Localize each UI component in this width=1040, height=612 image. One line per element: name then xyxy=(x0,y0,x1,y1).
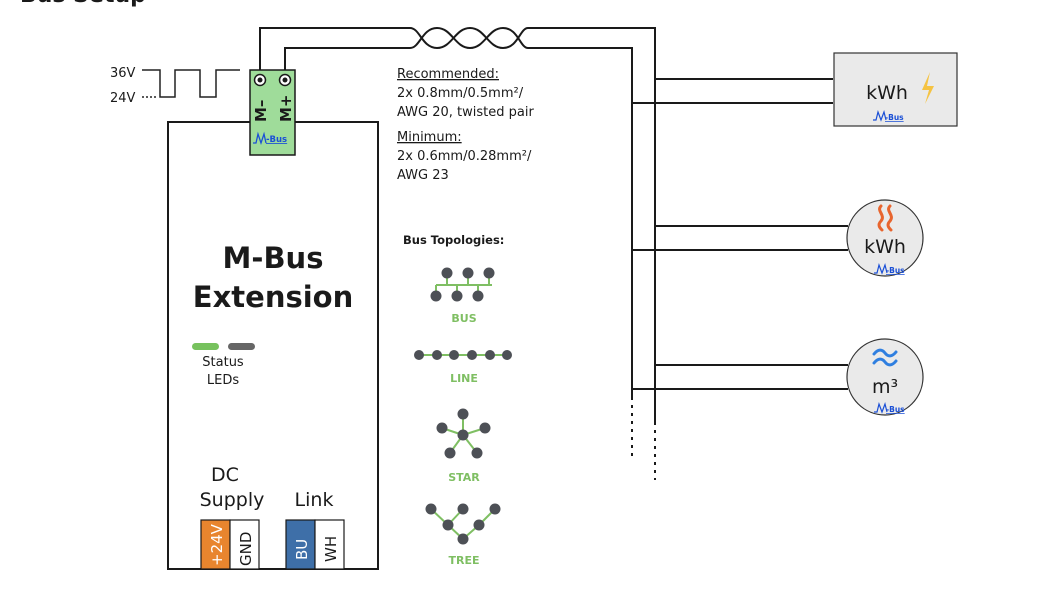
topology-star-label: STAR xyxy=(448,471,480,484)
mbus-logo-icon xyxy=(874,401,888,414)
wire-m-plus xyxy=(284,47,410,77)
terminal-screw-plus-dot xyxy=(282,77,288,83)
topologies: Bus Topologies: BUS LINE STAR xyxy=(403,233,512,567)
topology-tree xyxy=(425,503,501,545)
terminal-24v[interactable] xyxy=(200,519,231,570)
voltage-high-label: 36V xyxy=(110,66,136,81)
mbus-logo-icon xyxy=(253,131,267,146)
mbus-logo-icon xyxy=(874,262,888,275)
twist-b xyxy=(409,26,529,50)
m-bus-connector: M– M+ -Bus xyxy=(249,69,296,156)
device-title-line1: M-Bus xyxy=(223,241,324,275)
meter-water-unit: m³ xyxy=(872,376,898,398)
terminal-wh-label: WH xyxy=(322,536,340,562)
connector-mbus-logo: -Bus xyxy=(253,131,287,146)
link-terminals: BU WH xyxy=(285,519,345,570)
terminal-bu[interactable] xyxy=(285,519,316,570)
topology-bus xyxy=(430,267,495,302)
topology-line-label: LINE xyxy=(450,372,478,385)
meter-electricity-unit: kWh xyxy=(866,82,908,104)
meter-heat-body xyxy=(846,199,924,277)
topologies-heading: Bus Topologies: xyxy=(403,233,504,247)
bus-line-inner xyxy=(528,47,633,400)
bus-wires xyxy=(259,26,848,480)
water-wave-icon xyxy=(872,348,898,367)
topology-tree-label: TREE xyxy=(448,554,479,567)
mbus-logo-icon xyxy=(873,109,887,122)
twist-a xyxy=(409,26,529,50)
cable-spec: Recommended: 2x 0.8mm/0.5mm²/ AWG 20, tw… xyxy=(397,67,534,183)
status-label-line2: LEDs xyxy=(207,373,239,388)
meter-heat-unit: kWh xyxy=(864,236,906,258)
meter-heat[interactable]: kWh -Bus xyxy=(846,199,924,277)
meter-electricity-logo: -Bus xyxy=(885,113,904,122)
minimum-line2: AWG 23 xyxy=(397,168,449,183)
terminal-wh[interactable] xyxy=(314,519,345,570)
bus-line-outer xyxy=(528,27,656,425)
status-label-line1: Status xyxy=(202,355,244,370)
terminal-screw-minus-dot xyxy=(257,77,263,83)
recommended-heading: Recommended: xyxy=(397,67,499,82)
terminal-gnd-label: GND xyxy=(237,532,255,566)
meter-water-body xyxy=(846,338,924,416)
topology-bus-label: BUS xyxy=(451,312,476,325)
pulse-waveform xyxy=(142,69,240,98)
terminal-label-plus: M+ xyxy=(277,95,295,123)
voltage-low-label: 24V xyxy=(110,91,136,106)
lightning-icon xyxy=(922,72,934,104)
dc-supply-label-line2: Supply xyxy=(200,489,265,511)
link-label: Link xyxy=(295,489,334,511)
meter-water[interactable]: m³ -Bus xyxy=(846,338,924,416)
mbus-logo-text: -Bus xyxy=(266,135,287,145)
topology-star xyxy=(436,408,491,459)
terminal-24v-label: +24V xyxy=(208,523,226,566)
terminal-label-minus: M– xyxy=(252,100,270,122)
meter-water-logo: -Bus xyxy=(886,405,905,414)
status-led-gray xyxy=(228,343,255,350)
terminal-bu-label: BU xyxy=(293,539,311,560)
dc-supply-label-line1: DC xyxy=(211,464,239,486)
recommended-line2: AWG 20, twisted pair xyxy=(397,105,534,120)
recommended-line1: 2x 0.8mm/0.5mm²/ xyxy=(397,86,524,101)
status-leds: Status LEDs xyxy=(192,343,255,388)
voltage-signal: 36V 24V xyxy=(110,66,240,106)
minimum-heading: Minimum: xyxy=(397,130,462,145)
meter-electricity[interactable]: kWh -Bus xyxy=(833,52,958,127)
wire-m-minus xyxy=(259,27,410,77)
status-led-green xyxy=(192,343,219,350)
heading-fragment: Bus Setup xyxy=(20,0,146,8)
meter-heat-logo: -Bus xyxy=(886,266,905,275)
meter-electricity-body xyxy=(833,52,958,127)
power-terminals: +24V GND xyxy=(200,519,260,570)
heat-wave-icon xyxy=(877,204,893,232)
device-title-line2: Extension xyxy=(193,280,353,314)
terminal-gnd[interactable] xyxy=(229,519,260,570)
minimum-line1: 2x 0.6mm/0.28mm²/ xyxy=(397,149,532,164)
topology-line xyxy=(414,350,512,360)
